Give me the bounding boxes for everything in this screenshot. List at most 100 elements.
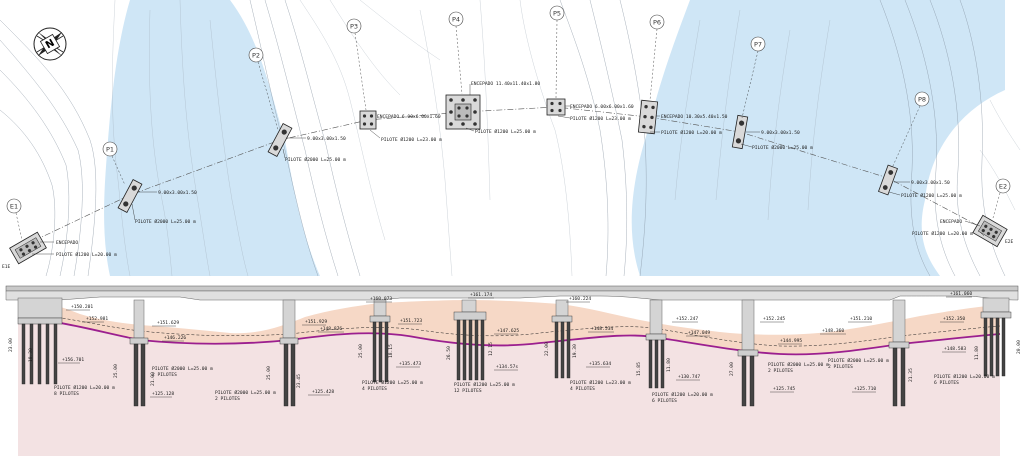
pile-label-P4: PILOTE Ø1200 L=25.00 m xyxy=(475,128,536,135)
pile-note-count: 2 PILOTES xyxy=(215,396,240,402)
level-label: +125.710 xyxy=(854,386,876,392)
elevation-view: +150.201 +152.981 +156.701 +146.226 +151… xyxy=(0,276,1024,456)
footing-P8 xyxy=(878,164,898,196)
tag-circle-E2 xyxy=(995,178,1011,194)
pile-label-P6: PILOTE Ø1200 L=20.00 m xyxy=(661,129,722,136)
pile-note: PILOTE Ø1200 L=25.00 m xyxy=(454,381,515,388)
tag-P5: P5 xyxy=(553,10,561,18)
pile-note: PILOTE Ø2000 L=25.00 m xyxy=(768,361,829,368)
footing-P7 xyxy=(731,114,749,150)
dim-label: 15.85 xyxy=(636,362,642,376)
cap-label-P1: 9.00x3.00x1.50 xyxy=(158,190,197,196)
level-label: +134.57s xyxy=(496,364,518,370)
pile-note-count: 6 PILOTES xyxy=(652,398,677,404)
level-label: +130.747 xyxy=(678,374,700,380)
level-label: +150.201 xyxy=(71,304,93,310)
cap-label-P4: ENCEPADO 11.40x11.40x1.80 xyxy=(471,81,540,87)
footing-P4 xyxy=(445,94,481,130)
dim-label: 21.00 xyxy=(150,372,156,386)
cap-label-P7: 9.00x3.00x1.50 xyxy=(761,130,800,136)
dimension-labels: 23.00 18.30 25.00 21.00 25.00 23.45 25.0… xyxy=(8,338,1022,388)
north-arrow-icon: N xyxy=(33,27,67,61)
tag-P7: P7 xyxy=(754,41,762,49)
level-label: +152.981 xyxy=(86,316,108,322)
pile-note: PILOTE Ø1200 L=20.00 m xyxy=(652,391,713,398)
pile-note-count: 2 PILOTES xyxy=(768,368,793,374)
pile-note: PILOTE Ø1200 L=20.00 m xyxy=(54,384,115,391)
dim-label: 18.15 xyxy=(388,344,394,358)
dim-label: 22.00 xyxy=(544,342,550,356)
dim-label: 25.00 xyxy=(113,364,119,378)
pile-label-P3: PILOTE Ø1200 L=23.00 m xyxy=(381,136,442,143)
plan-view: N xyxy=(0,0,1021,277)
level-label: +152.245 xyxy=(763,316,785,322)
pile-label-P2: PILOTE Ø2000 L=25.00 m xyxy=(285,156,346,163)
terrain-fill xyxy=(18,298,1000,355)
pile-note-count: 4 PILOTES xyxy=(570,386,595,392)
tag-circle-P3 xyxy=(346,18,362,34)
contour-lines xyxy=(0,0,1021,277)
level-labels: +150.201 +152.981 +156.701 +146.226 +151… xyxy=(58,291,972,398)
plan-annotations: ENCEPADO PILOTE Ø1200 L=20.00 m 9.00x3.0… xyxy=(32,81,985,258)
pile-label-E1: PILOTE Ø1200 L=20.00 m xyxy=(56,251,117,258)
water-table-line xyxy=(17,311,1001,347)
pile-note: PILOTE Ø1200 L=20.00 m xyxy=(934,373,995,380)
water-area-left xyxy=(104,0,320,276)
rock-line xyxy=(17,317,1001,356)
footing-P1 xyxy=(117,178,143,214)
level-label: +160.224 xyxy=(569,296,591,302)
level-label: +148.583 xyxy=(944,346,966,352)
level-label: +151.929 xyxy=(305,319,327,325)
tag-circle-P7 xyxy=(750,36,766,52)
level-label: +148.876 xyxy=(320,326,342,332)
dim-label: 27.00 xyxy=(729,362,735,376)
level-label: +161.174 xyxy=(470,292,492,298)
cap-label-P3: ENCEPADO 6.00x6.00x1.60 xyxy=(377,114,441,120)
tag-circle-P6 xyxy=(649,14,665,30)
pile-label-P7: PILOTE Ø2000 L=25.00 m xyxy=(752,144,813,151)
level-label: +152.247 xyxy=(676,316,698,322)
level-label: +125.428 xyxy=(312,389,334,395)
support-tags: E1 P1 P2 P3 P4 P5 P6 P7 P8 xyxy=(2,5,1014,270)
level-label: +147.625 xyxy=(497,328,519,334)
footing-E2 xyxy=(972,214,1008,248)
tag-E1: E1 xyxy=(10,203,18,211)
tag-circle-P4 xyxy=(448,11,464,27)
level-label: +146.226 xyxy=(164,335,186,341)
pile-notes: PILOTE Ø1200 L=20.00 m 8 PILOTES PILOTE … xyxy=(54,357,995,404)
cap-label-P2: 9.00x3.00x1.50 xyxy=(307,136,346,142)
tag-P4: P4 xyxy=(452,16,460,24)
dim-label: 23.00 xyxy=(8,338,14,352)
dim-label: 26.50 xyxy=(446,346,452,360)
pile-note: PILOTE Ø2000 L=25.00 m xyxy=(215,389,276,396)
footing-P2 xyxy=(267,122,293,158)
level-label: +151.629 xyxy=(157,320,179,326)
tag-P1: P1 xyxy=(106,146,114,154)
water-area-right xyxy=(631,0,1005,276)
pile-note-count: 12 PILOTES xyxy=(454,388,482,394)
foundations xyxy=(17,311,1012,407)
level-label: +148.360 xyxy=(822,328,844,334)
pile-label-P1: PILOTE Ø2000 L=25.00 m xyxy=(135,218,196,225)
tag-P3: P3 xyxy=(350,23,358,31)
level-label: +161.060 xyxy=(950,291,972,297)
tag-P8: P8 xyxy=(918,96,926,104)
level-label: +135.634 xyxy=(589,361,611,367)
dim-label: 21.35 xyxy=(908,368,914,382)
pile-note: PILOTE Ø2000 L=25.00 m xyxy=(828,357,889,364)
bridge-deck xyxy=(5,285,1019,301)
level-label: +125.128 xyxy=(152,391,174,397)
tag-P6: P6 xyxy=(653,19,661,27)
tag-E2: E2 xyxy=(999,183,1007,191)
pile-label-P8: PILOTE Ø1200 L=25.00 m xyxy=(901,192,962,199)
tag-circle-E1 xyxy=(6,198,22,214)
cap-label-P5: ENCEPADO 6.00x6.00x1.60 xyxy=(570,104,634,110)
tag-circle-P5 xyxy=(549,5,565,21)
level-label: +156.701 xyxy=(62,357,84,363)
level-label: +151.210 xyxy=(850,316,872,322)
water-area-right-edge xyxy=(940,0,1005,40)
level-label: +125.745 xyxy=(773,386,795,392)
pile-label-P5: PILOTE Ø1200 L=23.00 m xyxy=(570,115,631,122)
level-label: +151.723 xyxy=(400,318,422,324)
